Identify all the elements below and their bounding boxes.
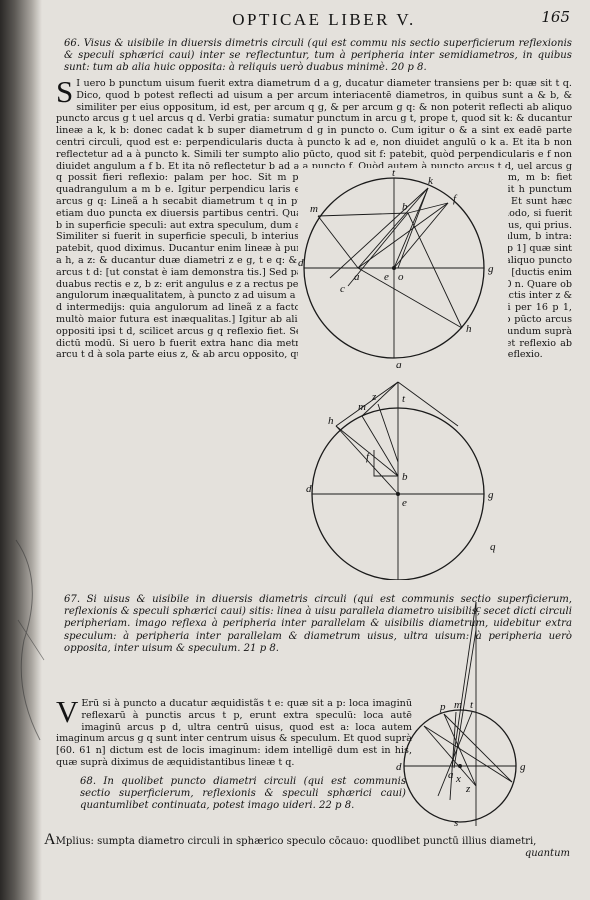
figure-1-line-kx — [329, 187, 429, 279]
figure-3-label-z: z — [465, 783, 471, 795]
bottom-line-text: Mplius: sumpta diametro circuli in sphær… — [55, 836, 537, 847]
figure-1-label-d: d — [298, 257, 304, 269]
figure-2-line-hf — [335, 425, 399, 477]
page-header: OPTICAE LIBER V. 165 — [44, 8, 572, 30]
figure-1-line-ak — [357, 187, 429, 269]
figure-2-label-z: z — [371, 391, 377, 403]
figure-3-label-c: c — [476, 603, 481, 615]
figure-1-label-t: t — [392, 168, 396, 179]
figure-1-label-k: k — [428, 175, 434, 187]
dropcap-v: V — [56, 698, 79, 729]
figure-3-line-1 — [423, 725, 513, 783]
proposition-68-heading: 68. In quolibet puncto diametri circuli … — [80, 776, 406, 812]
figure-1-label-h: h — [466, 323, 472, 335]
figure-3-label-a: a — [448, 769, 454, 781]
figure-3-svg: c p m t d a z g x s — [396, 601, 526, 829]
figure-3-diagram: c p m t d a z g x s — [394, 600, 556, 832]
figure-3-label-t: t — [470, 699, 474, 711]
dropcap-s: S — [56, 78, 74, 109]
figure-3-line-2 — [423, 725, 477, 787]
figure-2-center-dot — [396, 492, 400, 496]
figure-2-label-b: b — [402, 471, 408, 483]
figure-1-line-ah — [357, 267, 463, 329]
figure-2-label-g: g — [488, 489, 494, 501]
figure-2-line-mb — [361, 415, 399, 477]
figure-2-label-m: m — [358, 401, 366, 413]
proposition-67-heading: 67. Si uisus & uisibile in diuersis diam… — [64, 594, 572, 654]
figure-1-line-bc — [347, 212, 409, 287]
figure-2-tangent-az — [397, 381, 459, 427]
figure-2-tangent-ah — [335, 381, 399, 427]
figure-2-label-f: f — [366, 451, 371, 463]
figure-2-svg: a h m z t f b d e g q — [306, 380, 496, 580]
figure-1-label-a: a — [354, 271, 360, 283]
figure-1-line-mb — [317, 212, 409, 217]
figure-3-line-3 — [443, 713, 477, 787]
figure-2-label-d: d — [306, 483, 312, 495]
figure-1-line-ek — [393, 187, 429, 269]
figure-2-label-q: q — [490, 541, 496, 553]
figure-3-line-5 — [437, 711, 473, 797]
figure-1-line-bh — [407, 212, 463, 329]
figure-3-label-d: d — [396, 761, 402, 773]
figure-1-line-ef — [393, 202, 449, 269]
figure-2-line-am — [361, 381, 399, 417]
figure-2-label-e: e — [402, 497, 407, 509]
previous-page-fragment — [15, 539, 45, 741]
figure-3-center-dot — [458, 764, 462, 768]
figure-3-line-4 — [449, 711, 457, 801]
book-page: OPTICAE LIBER V. 165 66. Visus & uisibil… — [44, 8, 584, 896]
proposition-67-text: Erū si à puncto a ducatur æquidistãs t e… — [56, 698, 412, 768]
figure-2-perpendicular — [373, 450, 398, 477]
figure-2-line-eh — [335, 425, 399, 495]
figure-1-line-fa — [357, 202, 449, 269]
bottom-cap-a: A — [44, 831, 56, 848]
catchword: quantum — [524, 848, 570, 859]
figure-1-line-am — [317, 215, 359, 269]
figure-1-label-m: m — [310, 203, 318, 215]
figure-3-label-s: s — [454, 817, 458, 829]
figure-1-label-g: g — [488, 263, 494, 275]
figure-1-diagram: t m b k f d o a e g h c q — [298, 168, 508, 368]
running-title: OPTICAE LIBER V. — [232, 10, 416, 29]
figure-2-line-zx — [377, 403, 399, 463]
figure-3-line-c — [451, 601, 477, 769]
figure-1-center-dot — [392, 266, 396, 270]
figure-2-label-h: h — [328, 415, 334, 427]
figure-1-label-b: b — [402, 201, 408, 213]
figure-1-label-q: q — [396, 359, 402, 368]
figure-1-label-e: e — [384, 271, 389, 283]
figure-3-label-p: p — [439, 701, 446, 713]
figure-1-label-o: o — [398, 271, 404, 283]
figure-1-svg: t m b k f d o a e g h c q — [298, 168, 494, 368]
proposition-66-heading: 66. Visus & uisibile in diuersis dimetri… — [64, 38, 572, 74]
page-bottom-line: AMplius: sumpta diametro circuli in sphæ… — [44, 831, 564, 848]
figure-2-label-t: t — [402, 393, 406, 405]
proposition-67-body: V Erū si à puncto a ducatur æquidistãs t… — [56, 698, 412, 768]
figure-3-label-x: x — [455, 773, 461, 785]
figure-1-label-c: c — [340, 283, 345, 295]
figure-3-label-g: g — [520, 761, 526, 773]
page-number: 165 — [541, 8, 570, 26]
figure-2-label-a: a — [394, 380, 400, 383]
book-gutter-shadow — [0, 0, 42, 900]
figure-3-line-6 — [443, 713, 513, 783]
figure-3-label-m: m — [454, 699, 462, 711]
figure-1-line-fb — [407, 202, 449, 214]
figure-2-diagram: a h m z t f b d e g q — [306, 380, 512, 580]
figure-1-label-f: f — [453, 193, 458, 205]
